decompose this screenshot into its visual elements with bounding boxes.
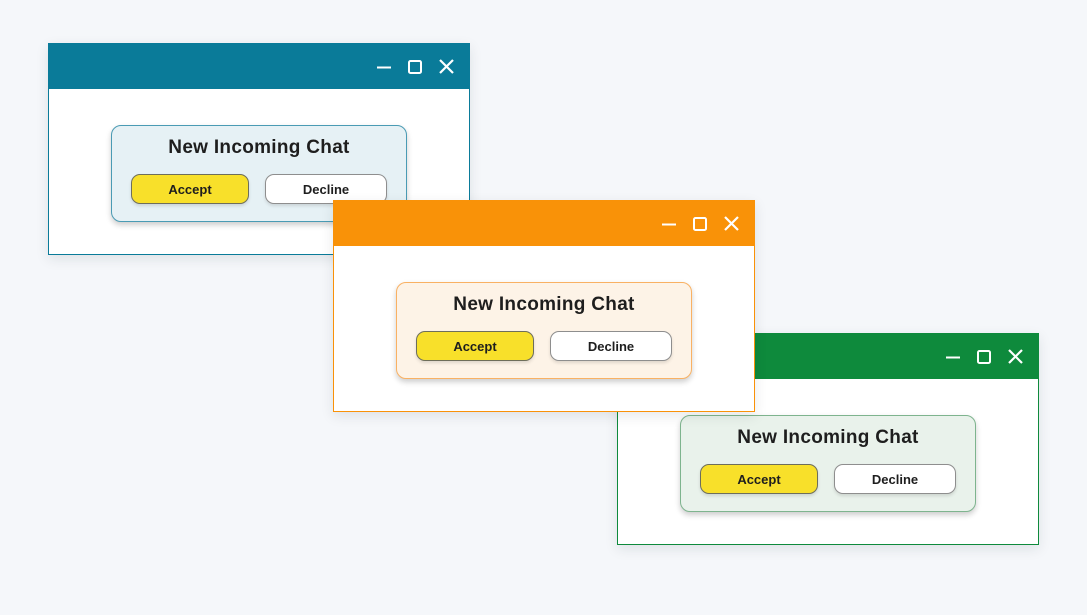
incoming-chat-panel: New Incoming Chat Accept Decline [396, 282, 692, 379]
window-controls [944, 348, 1024, 366]
decline-button[interactable]: Decline [550, 331, 672, 361]
titlebar[interactable] [334, 201, 754, 246]
minimize-icon[interactable] [944, 348, 962, 366]
decline-button[interactable]: Decline [834, 464, 956, 494]
button-row: Accept Decline [681, 464, 975, 494]
chat-window-orange: New Incoming Chat Accept Decline [333, 200, 755, 412]
chat-window-green: New Incoming Chat Accept Decline [617, 333, 1039, 545]
maximize-icon[interactable] [406, 58, 424, 76]
decline-button[interactable]: Decline [265, 174, 387, 204]
button-row: Accept Decline [397, 331, 691, 361]
panel-title: New Incoming Chat [737, 427, 919, 448]
maximize-icon[interactable] [691, 215, 709, 233]
minimize-icon[interactable] [660, 215, 678, 233]
window-body: New Incoming Chat Accept Decline [49, 125, 469, 290]
window-body: New Incoming Chat Accept Decline [334, 282, 754, 447]
button-row: Accept Decline [112, 174, 406, 204]
window-controls [660, 215, 740, 233]
accept-button[interactable]: Accept [700, 464, 818, 494]
accept-button[interactable]: Accept [131, 174, 249, 204]
close-icon[interactable] [1006, 348, 1024, 366]
titlebar[interactable] [49, 44, 469, 89]
incoming-chat-panel: New Incoming Chat Accept Decline [111, 125, 407, 222]
incoming-chat-panel: New Incoming Chat Accept Decline [680, 415, 976, 512]
minimize-icon[interactable] [375, 58, 393, 76]
window-body: New Incoming Chat Accept Decline [618, 415, 1038, 580]
panel-title: New Incoming Chat [168, 137, 350, 158]
accept-button[interactable]: Accept [416, 331, 534, 361]
maximize-icon[interactable] [975, 348, 993, 366]
panel-title: New Incoming Chat [453, 294, 635, 315]
close-icon[interactable] [722, 215, 740, 233]
window-controls [375, 58, 455, 76]
close-icon[interactable] [437, 58, 455, 76]
chat-window-teal: New Incoming Chat Accept Decline [48, 43, 470, 255]
